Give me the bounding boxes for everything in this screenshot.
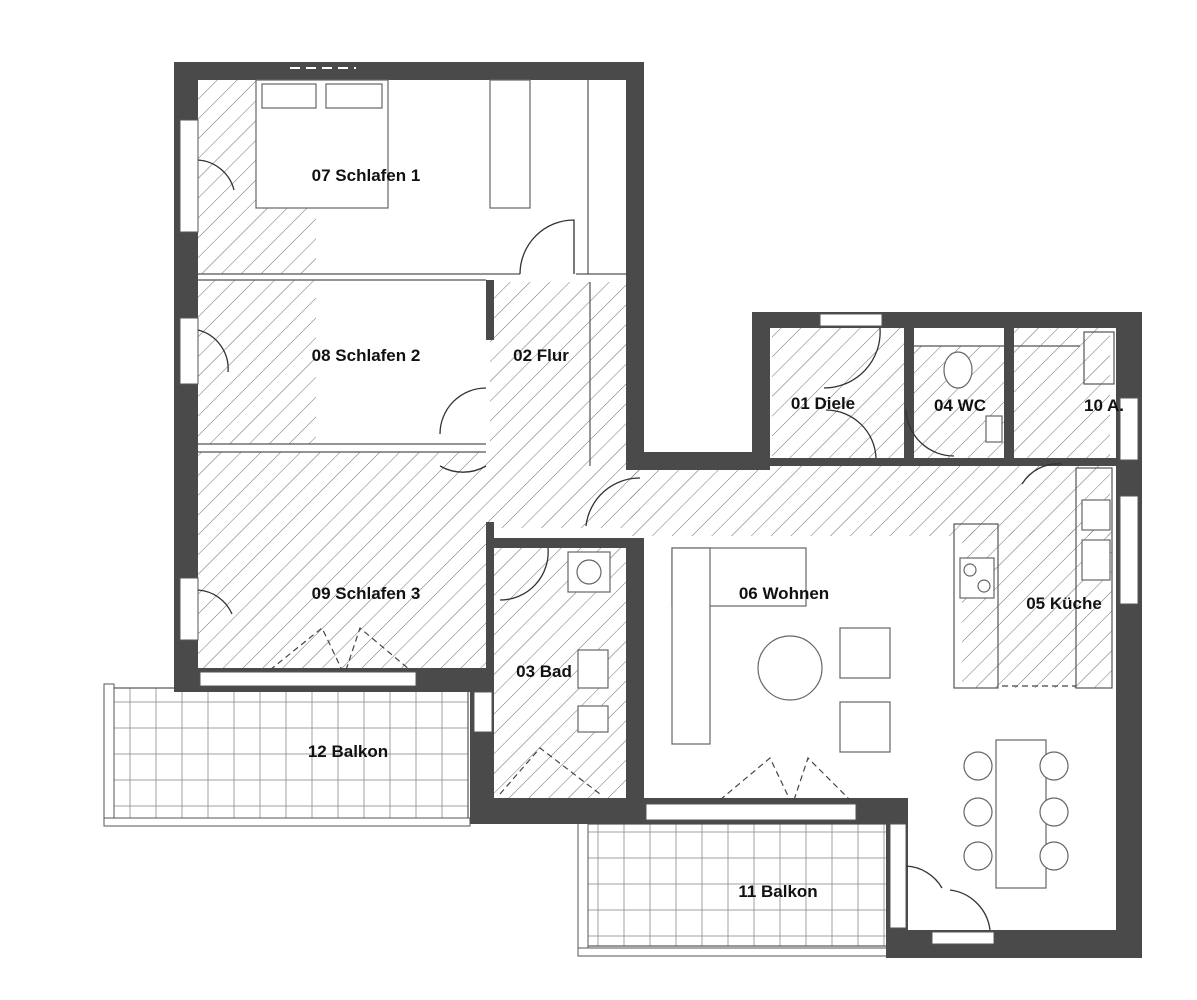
label-schlafen-1: 07 Schlafen 1	[312, 166, 421, 185]
label-balkon-11: 11 Balkon	[738, 882, 817, 901]
balcony-11	[577, 819, 891, 957]
label-wohnen: 06 Wohnen	[739, 584, 829, 603]
windows	[179, 67, 1139, 945]
label-abstell: 10 A.	[1084, 396, 1124, 415]
label-bad: 03 Bad	[516, 662, 572, 681]
room-labels: 07 Schlafen 1 08 Schlafen 2 02 Flur 01 D…	[308, 166, 1124, 901]
furniture	[255, 79, 1115, 889]
label-kueche: 05 Küche	[1026, 594, 1102, 613]
label-wc: 04 WC	[934, 396, 986, 415]
partitions	[198, 80, 1080, 466]
label-flur: 02 Flur	[513, 346, 569, 365]
label-diele: 01 Diele	[791, 394, 855, 413]
label-schlafen-3: 09 Schlafen 3	[312, 584, 421, 603]
hatched-areas	[198, 78, 1112, 798]
balcony-12	[103, 683, 471, 827]
label-balkon-12: 12 Balkon	[308, 742, 388, 761]
doors	[197, 159, 1063, 931]
label-schlafen-2: 08 Schlafen 2	[312, 346, 421, 365]
